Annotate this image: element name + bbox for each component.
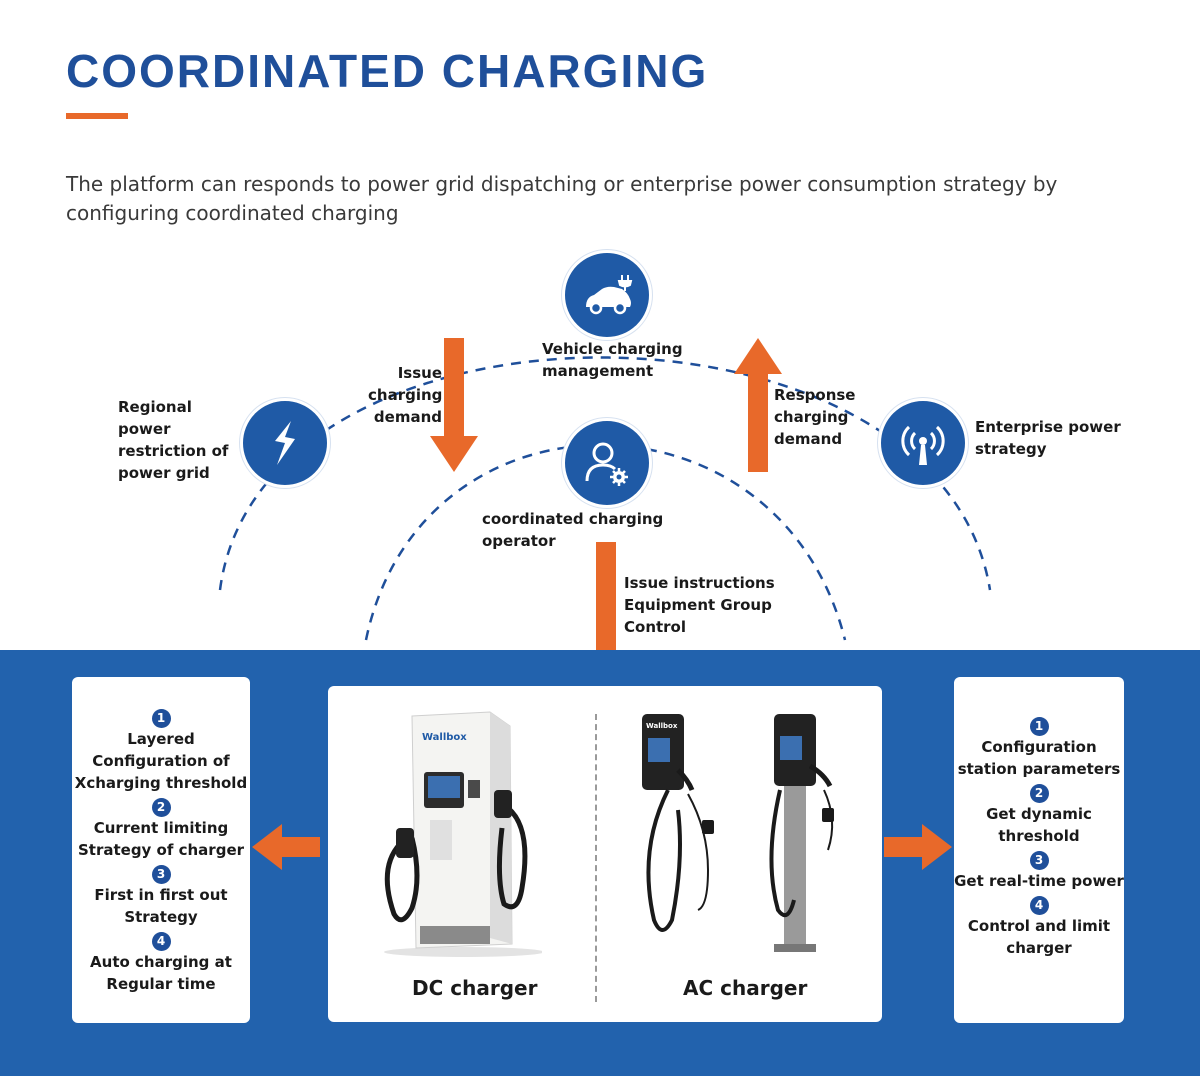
step-text: First in first out Strategy: [94, 886, 228, 926]
response-demand-label: Response charging demand: [774, 386, 856, 448]
step-number: 4: [151, 932, 171, 951]
regional-power-label: Regional power restriction of power grid: [118, 398, 229, 482]
title-underline: [66, 113, 128, 119]
response-demand-arrow: [734, 338, 782, 472]
list-item: 4 Auto charging at Regular time: [72, 930, 250, 995]
right-step-list: 1 Configuration station parameters 2 Get…: [954, 677, 1124, 959]
lightning-icon: [275, 421, 295, 465]
step-number: 3: [151, 865, 171, 884]
right-arrow: [884, 824, 952, 870]
right-control-card: 1 Configuration station parameters 2 Get…: [954, 677, 1124, 1023]
antenna-icon: [901, 425, 945, 465]
regional-power-node: [240, 398, 330, 488]
list-item: 3 Get real-time power: [954, 849, 1124, 892]
dc-charger-image: Wallbox: [384, 711, 542, 957]
ac-brand-logo: Wallbox: [646, 722, 678, 730]
operator-label: coordinated charging operator: [482, 510, 664, 550]
ac-charger-label: AC charger: [683, 976, 808, 1000]
list-item: 4 Control and limit charger: [954, 894, 1124, 959]
step-text: Layered Configuration of Xcharging thres…: [74, 730, 248, 792]
step-number: 1: [151, 709, 171, 728]
operator-node: [562, 418, 652, 508]
step-number: 3: [1029, 851, 1049, 870]
list-item: 1 Layered Configuration of Xcharging thr…: [72, 707, 250, 794]
issue-instructions-arrow: [582, 542, 630, 700]
left-step-list: 1 Layered Configuration of Xcharging thr…: [72, 677, 250, 995]
user-gear-icon: [585, 442, 628, 486]
step-text: Control and limit charger: [967, 917, 1111, 957]
issue-instructions-label: Issue instructions Equipment Group Contr…: [624, 574, 775, 636]
left-strategy-card: 1 Layered Configuration of Xcharging thr…: [72, 677, 250, 1023]
step-number: 2: [151, 798, 171, 817]
step-text: Current limiting Strategy of charger: [77, 819, 245, 859]
issue-demand-arrow: [430, 338, 478, 472]
list-item: 3 First in first out Strategy: [72, 863, 250, 928]
step-number: 4: [1029, 896, 1049, 915]
step-text: Get real-time power: [954, 872, 1124, 890]
vehicle-charging-label: Vehicle charging management: [542, 340, 683, 380]
step-text: Auto charging at Regular time: [90, 953, 232, 993]
list-item: 2 Get dynamic threshold: [954, 782, 1124, 847]
step-number: 1: [1029, 717, 1049, 736]
chargers-card: Wallbox DC charger Wallbox AC charger: [328, 686, 882, 1022]
vehicle-charging-node: [562, 250, 652, 340]
list-item: 1 Configuration station parameters: [954, 715, 1124, 780]
list-item: 2 Current limiting Strategy of charger: [72, 796, 250, 861]
step-text: Configuration station parameters: [957, 738, 1121, 778]
car-plug-icon: [586, 275, 633, 315]
step-number: 2: [1029, 784, 1049, 803]
page-title: COORDINATED CHARGING: [66, 45, 709, 97]
page-subtitle: The platform can responds to power grid …: [66, 172, 1058, 225]
enterprise-power-label: Enterprise power strategy: [975, 418, 1121, 458]
enterprise-power-node: [878, 398, 968, 488]
left-arrow: [252, 824, 320, 870]
issue-demand-label: Issue charging demand: [368, 364, 443, 426]
step-text: Get dynamic threshold: [986, 805, 1092, 845]
charger-divider: [595, 714, 597, 1002]
dc-charger-label: DC charger: [412, 976, 538, 1000]
dc-brand-logo: Wallbox: [422, 732, 467, 743]
ac-charger-image: Wallbox: [642, 714, 834, 952]
